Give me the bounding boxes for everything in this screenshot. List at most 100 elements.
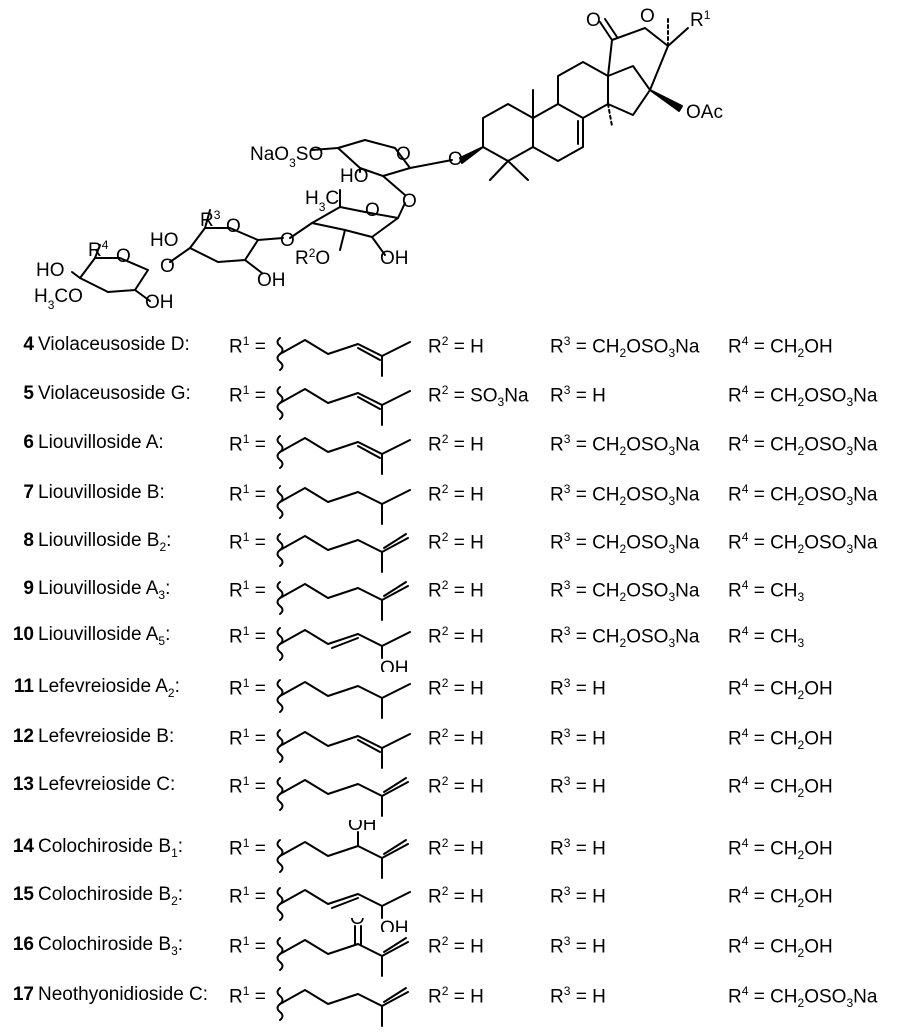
r1-label: R1 = bbox=[229, 482, 266, 506]
svg-text:O: O bbox=[350, 918, 365, 929]
r4-value: R4 = CH2OH bbox=[728, 334, 833, 361]
svg-text:OH: OH bbox=[380, 918, 409, 932]
oac-label: OAc bbox=[686, 102, 723, 123]
ring-a bbox=[482, 103, 534, 162]
r2-value: R2 = H bbox=[428, 934, 484, 958]
compound-number: 6 bbox=[23, 432, 34, 453]
compound-number: 9 bbox=[23, 578, 34, 599]
r1-label: R1 = bbox=[229, 383, 266, 407]
glycosidic-o-label: O bbox=[448, 149, 463, 170]
methylglucose-oh-label: OH bbox=[145, 292, 174, 313]
r2-value: R2 = H bbox=[428, 530, 484, 554]
svg-text:OH: OH bbox=[380, 658, 409, 672]
r3-core-label: R3 bbox=[200, 208, 221, 231]
side-chain-structure bbox=[276, 533, 409, 573]
r3-value: R3 = CH2OSO3Na bbox=[550, 482, 700, 509]
r1-label: R1 = bbox=[229, 432, 266, 456]
r4-value: R4 = CH2OSO3Na bbox=[728, 482, 878, 509]
sulfate-label: NaO3SO bbox=[250, 144, 323, 170]
r2-value: R2 = H bbox=[428, 726, 484, 750]
r1-label: R1 = bbox=[229, 984, 266, 1008]
compound-name: Neothyonidioside C: bbox=[38, 984, 209, 1005]
ring-b bbox=[532, 103, 584, 162]
r1-label: R1 = bbox=[229, 836, 266, 860]
carbonyl-o-label: O bbox=[586, 10, 601, 31]
r3-value: R3 = CH2OSO3Na bbox=[550, 334, 700, 361]
side-chain-structure: OH bbox=[276, 627, 411, 672]
r3-value: R3 = CH2OSO3Na bbox=[550, 432, 700, 459]
compound-number: 4 bbox=[23, 334, 34, 355]
compound-name: Violaceusoside D: bbox=[38, 334, 190, 355]
r4-value: R4 = CH2OH bbox=[728, 934, 833, 961]
r3-value: R3 = H bbox=[550, 884, 606, 908]
r4-value: R4 = CH2OH bbox=[728, 774, 833, 801]
compound-name: Colochiroside B1: bbox=[38, 836, 184, 860]
r4-core-label: R4 bbox=[88, 238, 109, 261]
side-chain-structure bbox=[276, 581, 409, 621]
methylglucose-ring-o: O bbox=[116, 246, 131, 267]
r1-label: R1 = bbox=[229, 578, 266, 602]
lactone-o-label: O bbox=[640, 6, 655, 27]
r4-value: R4 = CH2OH bbox=[728, 676, 833, 703]
side-chain-structure bbox=[276, 679, 411, 719]
compound-name: Liouvilloside A3: bbox=[38, 578, 171, 602]
side-chain-structure: OH bbox=[276, 820, 409, 879]
r2-value: R2 = H bbox=[428, 836, 484, 860]
side-chain-structure bbox=[276, 485, 411, 525]
r2-value: R2 = H bbox=[428, 482, 484, 506]
quinovose-oh-label: OH bbox=[380, 248, 409, 269]
r4-value: R4 = CH2OSO3Na bbox=[728, 984, 878, 1011]
link-o1-label: O bbox=[402, 191, 417, 212]
r4-value: R4 = CH2OH bbox=[728, 836, 833, 863]
r3-value: R3 = H bbox=[550, 676, 606, 700]
compound-number: 16 bbox=[12, 934, 34, 955]
r1-label: R1 = bbox=[229, 934, 266, 958]
r4-value: R4 = CH2OH bbox=[728, 726, 833, 753]
r4-value: R4 = CH3 bbox=[728, 578, 805, 605]
r1-label: R1 = bbox=[229, 884, 266, 908]
r1-label: R1 = bbox=[229, 334, 266, 358]
r3-value: R3 = H bbox=[550, 774, 606, 798]
side-chain-structure: OH bbox=[276, 887, 411, 932]
compound-number: 11 bbox=[13, 676, 34, 697]
side-chain-structure bbox=[276, 729, 411, 769]
compound-number: 17 bbox=[12, 984, 34, 1005]
link-o2-label: O bbox=[280, 230, 295, 251]
r4-value: R4 = CH2OH bbox=[728, 884, 833, 911]
quinovose-ring-o: O bbox=[365, 200, 380, 221]
r3-value: R3 = H bbox=[550, 726, 606, 750]
r2-value: R2 = H bbox=[428, 774, 484, 798]
compound-number: 7 bbox=[23, 482, 34, 503]
r2-value: R2 = H bbox=[428, 984, 484, 1008]
r1-label: R1 = bbox=[229, 726, 266, 750]
r2-value: R2 = H bbox=[428, 578, 484, 602]
r3-value: R3 = H bbox=[550, 383, 606, 407]
compound-name: Liouvilloside A5: bbox=[38, 624, 171, 648]
ring-d bbox=[607, 65, 651, 116]
link-o3-label: O bbox=[160, 256, 175, 277]
glucose-ho-label: HO bbox=[150, 230, 179, 251]
r2-value: R2 = SO3Na bbox=[428, 383, 529, 410]
compound-name: Lefevreioside A2: bbox=[38, 676, 180, 700]
compound-number: 13 bbox=[12, 774, 34, 795]
r2-value: R2 = H bbox=[428, 334, 484, 358]
glucose-ring-o: O bbox=[226, 216, 241, 237]
compound-name: Liouvilloside B: bbox=[38, 482, 165, 503]
compound-number: 15 bbox=[12, 884, 34, 905]
h3co-label: H3CO bbox=[34, 286, 83, 312]
r3-value: R3 = H bbox=[550, 984, 606, 1008]
lactone-ring bbox=[607, 27, 669, 91]
r3-value: R3 = CH2OSO3Na bbox=[550, 624, 700, 651]
glucose-oh-label: OH bbox=[257, 270, 286, 291]
compound-number: 12 bbox=[12, 726, 34, 747]
